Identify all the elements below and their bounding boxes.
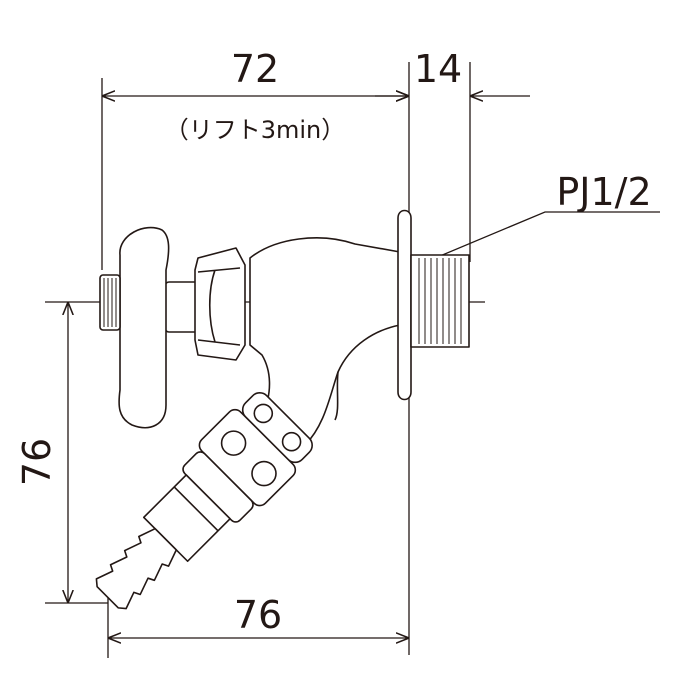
hose-coupling (95, 392, 313, 610)
coupling-hole-4 (251, 460, 277, 487)
dim-72-label: 72 (231, 47, 279, 91)
hex-nut (194, 247, 246, 361)
dim-14-label: 14 (414, 47, 462, 91)
thread-body (410, 254, 470, 348)
lift-note-label: （リフト3min） (165, 116, 346, 144)
handle-screw-knurl (103, 278, 117, 327)
sleeve-line (173, 486, 219, 532)
handle-screw (99, 274, 121, 331)
faucet-body (95, 209, 470, 610)
elbow-inner-curve (334, 371, 339, 421)
coupling-hole-1 (253, 403, 274, 424)
dim-76-horizontal-label: 76 (234, 593, 282, 637)
elbow-body (249, 237, 401, 446)
hex-nut-face (197, 267, 241, 346)
flange (397, 209, 412, 401)
coupling-hole-3 (220, 430, 247, 456)
thread-lines (418, 258, 462, 344)
leader-thread (439, 211, 660, 257)
hose-nipple (95, 527, 178, 610)
handle-knob (118, 226, 170, 429)
thread-spec-label: PJ1/2 (556, 170, 651, 214)
coupling-hole-2 (281, 431, 302, 452)
dim-76-vertical-label: 76 (15, 438, 59, 486)
